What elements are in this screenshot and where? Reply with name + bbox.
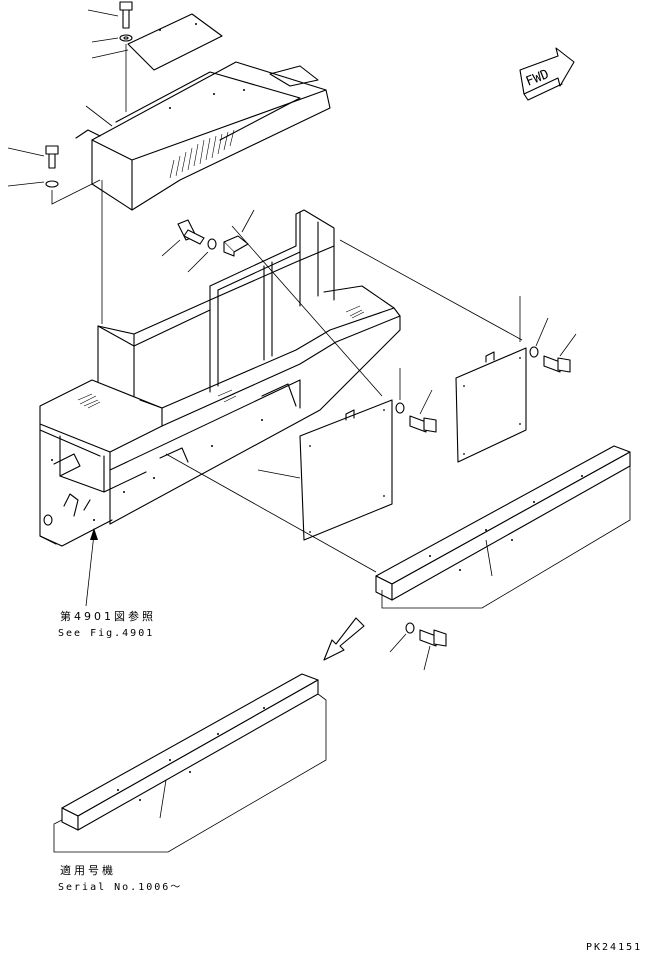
mid-bolt	[161, 219, 205, 257]
rear-rail-lower	[53, 673, 327, 853]
serial-jp-label: 適用号機	[60, 863, 116, 877]
top-washer	[91, 34, 133, 43]
left-washer	[7, 179, 103, 324]
access-panel-center	[165, 225, 393, 573]
fig-ref-arrow	[85, 528, 98, 607]
rail-washer	[389, 622, 415, 653]
fig-ref-jp-label: 第4901図参照	[60, 609, 156, 623]
access-panel-right	[339, 239, 527, 463]
center-panel-washer	[395, 368, 405, 414]
frame-body	[39, 285, 401, 547]
top-cover-plate	[91, 13, 223, 112]
serial-en-label: Serial No.1006～	[58, 882, 182, 893]
main-frame	[97, 209, 335, 401]
rear-rail-upper	[375, 445, 631, 609]
top-bolt	[87, 1, 133, 29]
right-panel-bolt	[543, 333, 577, 373]
mid-washer	[187, 238, 217, 273]
center-panel-bolt	[409, 389, 437, 433]
rail-bolt	[419, 629, 447, 671]
right-panel-washer	[529, 317, 549, 358]
replacement-arrow-icon	[323, 617, 365, 661]
engine-hood	[75, 61, 331, 211]
left-bolt	[7, 145, 59, 169]
hinge-bracket	[223, 209, 255, 257]
fig-ref-en-label: See Fig.4901	[58, 628, 154, 639]
fwd-arrow-icon: FWD	[519, 47, 575, 101]
drawing-id-label: PK24151	[586, 942, 642, 953]
